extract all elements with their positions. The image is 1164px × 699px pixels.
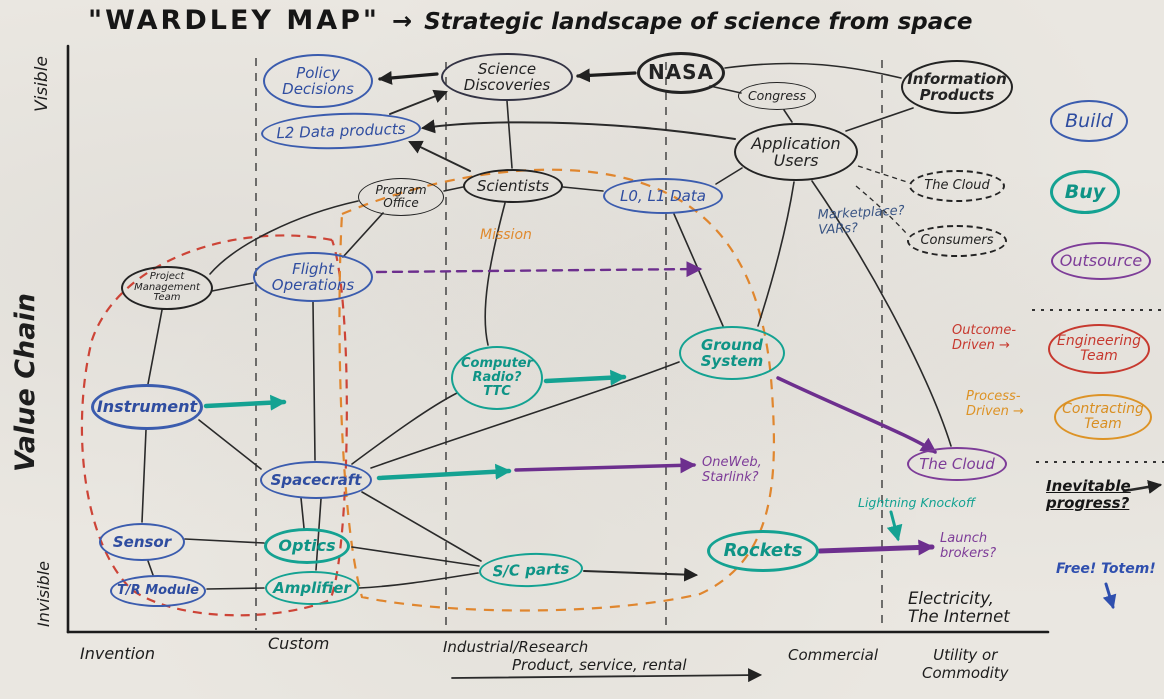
annotation-mission: Mission bbox=[480, 227, 532, 243]
node-optics: Optics bbox=[264, 528, 350, 564]
node-label: Instrument bbox=[96, 397, 198, 417]
node-amplifier: Amplifier bbox=[265, 571, 359, 605]
node-label: T/R Module bbox=[117, 582, 199, 598]
node-application-users: Application Users bbox=[734, 123, 858, 181]
node-ground-system: Ground System bbox=[679, 326, 785, 380]
axis-lines bbox=[66, 44, 1050, 634]
node-label: NASA bbox=[647, 60, 715, 85]
annotation-launch-brokers: Launch brokers? bbox=[940, 531, 997, 561]
annotation-free-totem: Free! Totem! bbox=[1056, 561, 1156, 577]
node-consumers: Consumers bbox=[907, 225, 1007, 257]
edges-black bbox=[141, 62, 952, 590]
legend-label: Outsource bbox=[1059, 251, 1143, 271]
arrows-purple bbox=[375, 261, 937, 556]
node-congress: Congress bbox=[738, 82, 816, 110]
axis-label-value-chain: Value Chain bbox=[10, 293, 41, 472]
legend-build: Build bbox=[1050, 100, 1128, 142]
node-program-office: Program Office bbox=[358, 178, 444, 216]
node-the-cloud-purple: The Cloud bbox=[907, 447, 1007, 481]
node-label: Optics bbox=[278, 536, 336, 556]
legend-label: Contracting Team bbox=[1062, 400, 1144, 432]
node-policy-decisions: Policy Decisions bbox=[263, 54, 373, 108]
node-label: Information Products bbox=[907, 69, 1007, 104]
annotation-marketplace-vars: Marketplace? VARs? bbox=[817, 203, 905, 238]
annotation-outcome-driven: Outcome- Driven → bbox=[952, 323, 1017, 353]
node-instrument: Instrument bbox=[91, 384, 203, 430]
annotation-lightning-knockoff: Lightning Knockoff bbox=[858, 495, 975, 510]
title-main: "WARDLEY MAP" bbox=[88, 5, 380, 36]
node-label: Sensor bbox=[112, 532, 172, 551]
node-label: S/C parts bbox=[492, 559, 570, 581]
axis-label-invisible: Invisible bbox=[34, 561, 53, 627]
node-label: Flight Operations bbox=[271, 259, 355, 294]
legend-engineering-team: Engineering Team bbox=[1048, 324, 1150, 374]
node-the-cloud-dashed: The Cloud bbox=[909, 170, 1005, 202]
node-l0-l1-data: L0, L1 Data bbox=[603, 178, 723, 214]
node-label: Amplifier bbox=[273, 578, 351, 597]
node-information-products: Information Products bbox=[901, 60, 1013, 114]
node-scientists: Scientists bbox=[463, 169, 563, 203]
legend-separators bbox=[1032, 309, 1164, 463]
arrows-teal bbox=[203, 369, 903, 542]
node-label: The Cloud bbox=[924, 177, 990, 193]
node-label: Ground System bbox=[700, 335, 764, 370]
node-label: Spacecraft bbox=[270, 470, 362, 489]
stage-label-commercial: Commercial bbox=[788, 646, 879, 664]
page-title: "WARDLEY MAP" → Strategic landscape of s… bbox=[88, 5, 973, 36]
title-subtitle: Strategic landscape of science from spac… bbox=[424, 9, 973, 35]
legend-label: Engineering Team bbox=[1057, 332, 1141, 364]
node-label: Project Management Team bbox=[134, 270, 200, 304]
node-label: L0, L1 Data bbox=[620, 186, 706, 205]
node-label: Science Discoveries bbox=[463, 59, 551, 94]
node-rockets: Rockets bbox=[707, 530, 819, 572]
annotation-electricity-internet: Electricity, The Internet bbox=[908, 589, 1010, 627]
annotation-process-driven: Process- Driven → bbox=[966, 389, 1024, 419]
legend-outsource: Outsource bbox=[1051, 242, 1151, 280]
axis-label-visible: Visible bbox=[32, 56, 52, 112]
title-arrow: → bbox=[391, 7, 413, 35]
node-tr-module: T/R Module bbox=[110, 575, 206, 607]
legend-contracting-team: Contracting Team bbox=[1054, 394, 1152, 440]
node-computer-radio-ttc: Computer Radio? TTC bbox=[451, 346, 543, 410]
arrow-blue-down bbox=[1102, 582, 1117, 610]
node-label: L2 Data products bbox=[276, 119, 406, 143]
stage-label-custom: Custom bbox=[268, 634, 330, 653]
stage-divider-lines bbox=[255, 58, 883, 630]
node-science-discoveries: Science Discoveries bbox=[441, 53, 573, 101]
stage-label-invention: Invention bbox=[80, 644, 155, 663]
node-project-management-team: Project Management Team bbox=[121, 266, 213, 310]
stage-sublabel-product-service-rental: Product, service, rental bbox=[512, 656, 687, 674]
node-label: Application Users bbox=[751, 133, 841, 170]
node-nasa: NASA bbox=[637, 52, 725, 94]
node-label: Congress bbox=[747, 88, 807, 104]
node-label: Computer Radio? TTC bbox=[460, 355, 534, 400]
legend-label: Buy bbox=[1064, 180, 1106, 203]
node-flight-operations: Flight Operations bbox=[253, 252, 373, 302]
annotation-inevitable-progress: Inevitable progress? bbox=[1046, 477, 1131, 512]
annotation-oneweb-starlink: OneWeb, Starlink? bbox=[702, 455, 762, 485]
legend-label: Build bbox=[1065, 109, 1113, 132]
edges-dashed-black bbox=[855, 165, 908, 235]
stage-label-industrial-research: Industrial/Research bbox=[443, 638, 589, 656]
arrows-black bbox=[389, 89, 1163, 683]
node-label: Scientists bbox=[476, 176, 550, 195]
stage-label-utility-commodity: Utility or Commodity bbox=[922, 646, 1009, 682]
node-label: The Cloud bbox=[919, 454, 995, 473]
node-spacecraft: Spacecraft bbox=[260, 461, 372, 499]
node-sensor: Sensor bbox=[99, 523, 185, 561]
node-label: Program Office bbox=[375, 183, 427, 210]
node-label: Consumers bbox=[920, 232, 994, 248]
node-label: Policy Decisions bbox=[282, 63, 354, 98]
node-label: Rockets bbox=[723, 540, 803, 562]
arrows-black-thick bbox=[377, 68, 637, 85]
legend-buy: Buy bbox=[1050, 170, 1120, 214]
